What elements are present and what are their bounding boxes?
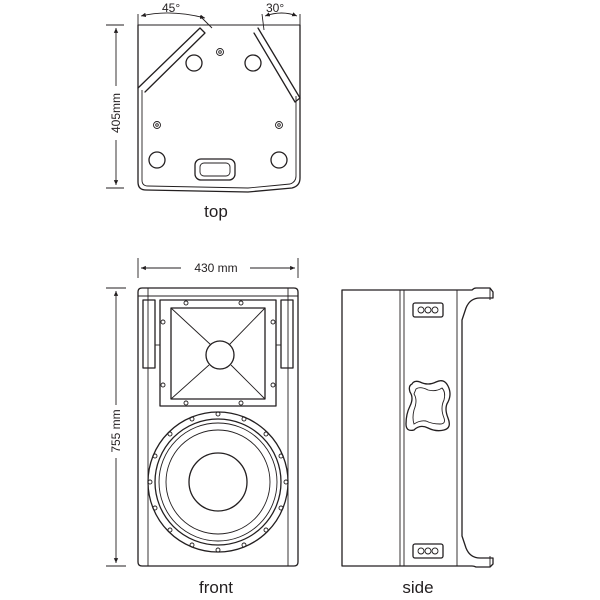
depth-dimension: 405mm (106, 24, 124, 189)
top-handle-outer (194, 158, 236, 181)
woofer-cone (165, 429, 271, 535)
top-handle-inner (199, 162, 231, 177)
horn-throat (205, 340, 235, 370)
right-waveguide-wing (253, 27, 301, 103)
top-foot-left (148, 151, 166, 169)
front-cabinet-outline (137, 287, 299, 567)
side-handle-outer (405, 380, 451, 432)
top-hole-center (216, 48, 224, 56)
woofer-frame (147, 411, 289, 553)
top-view-label: top (204, 202, 228, 221)
horn-mouth (170, 307, 266, 400)
depth-label: 405mm (109, 93, 123, 133)
side-view (341, 287, 494, 568)
top-fixing-left (153, 121, 161, 129)
woofer-surround-inner (158, 422, 278, 542)
angle-dimensions: 45° 30° (137, 1, 301, 31)
side-top-connector (412, 302, 444, 318)
horn-plate (159, 299, 277, 407)
front-view (137, 287, 299, 567)
width-label: 430 mm (194, 261, 237, 275)
front-left-baffle (142, 299, 156, 369)
front-view-label: front (199, 578, 233, 597)
front-right-baffle (280, 299, 294, 369)
angle-right-label: 30° (266, 1, 284, 15)
side-view-label: side (402, 578, 433, 597)
side-bottom-connector (412, 543, 444, 559)
height-label: 755 mm (109, 409, 123, 452)
top-hole-left (185, 54, 203, 72)
top-hole-right (244, 54, 262, 72)
woofer-dust-cap (188, 452, 248, 512)
top-view-outline (137, 24, 301, 193)
angle-left-label: 45° (162, 1, 180, 15)
top-fixing-right (275, 121, 283, 129)
side-body-outline (341, 287, 494, 568)
width-dimension: 430 mm (137, 258, 299, 278)
top-foot-right (270, 151, 288, 169)
top-view (137, 24, 301, 193)
height-dimension: 755 mm (106, 287, 126, 567)
left-waveguide-wing (137, 27, 206, 93)
woofer-surround-outer (154, 418, 282, 546)
side-handle-inner (412, 387, 446, 425)
top-view-inner-outline (141, 90, 297, 189)
